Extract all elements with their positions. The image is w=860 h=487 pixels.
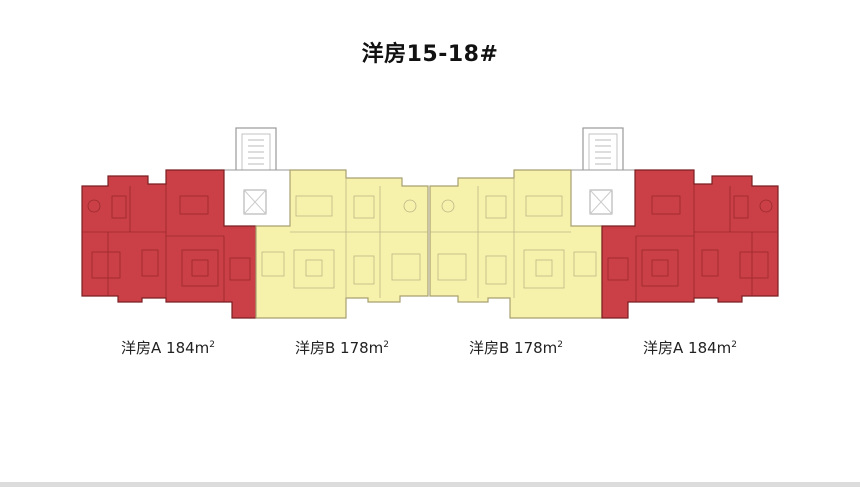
unit-b-right [429, 169, 603, 319]
unit-label-b-right: 洋房B 178m2 [468, 339, 564, 357]
bottom-divider [0, 482, 860, 487]
unit-label-b-left: 洋房B 178m2 [294, 339, 390, 357]
unit-label-a-right: 洋房A 184m2 [642, 339, 738, 357]
stair-core-left [223, 127, 291, 229]
stair-core-right [570, 127, 636, 229]
unit-a-left [81, 169, 257, 319]
unit-a-right [601, 169, 779, 319]
page-title: 洋房15-18# [361, 42, 499, 67]
unit-label-a-left: 洋房A 184m2 [120, 339, 216, 357]
unit-b-left [255, 169, 429, 319]
